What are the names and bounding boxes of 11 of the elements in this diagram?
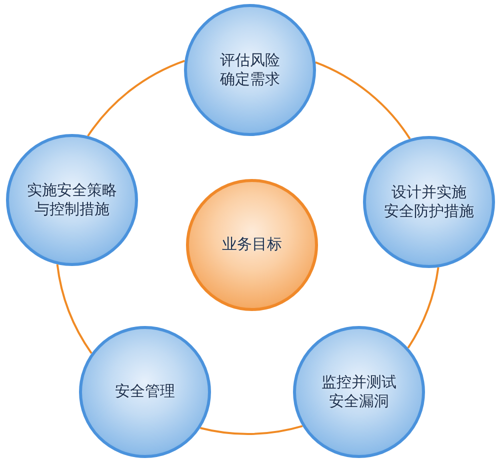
connector-arc bbox=[200, 425, 303, 435]
step-label: 实施安全策略与控制措施 bbox=[26, 180, 118, 220]
goal-label: 业务目标 bbox=[221, 235, 283, 255]
step-label: 设计并实施安全防护措施 bbox=[383, 182, 475, 222]
connector-arc bbox=[407, 267, 440, 348]
connector-arc bbox=[87, 60, 186, 137]
connector-arc bbox=[56, 264, 92, 354]
connector-arc bbox=[315, 61, 411, 140]
step-label: 评估风险确定需求 bbox=[219, 50, 281, 90]
step-label: 监控并测试安全漏洞 bbox=[320, 372, 398, 412]
step-label: 安全管理 bbox=[114, 382, 176, 402]
